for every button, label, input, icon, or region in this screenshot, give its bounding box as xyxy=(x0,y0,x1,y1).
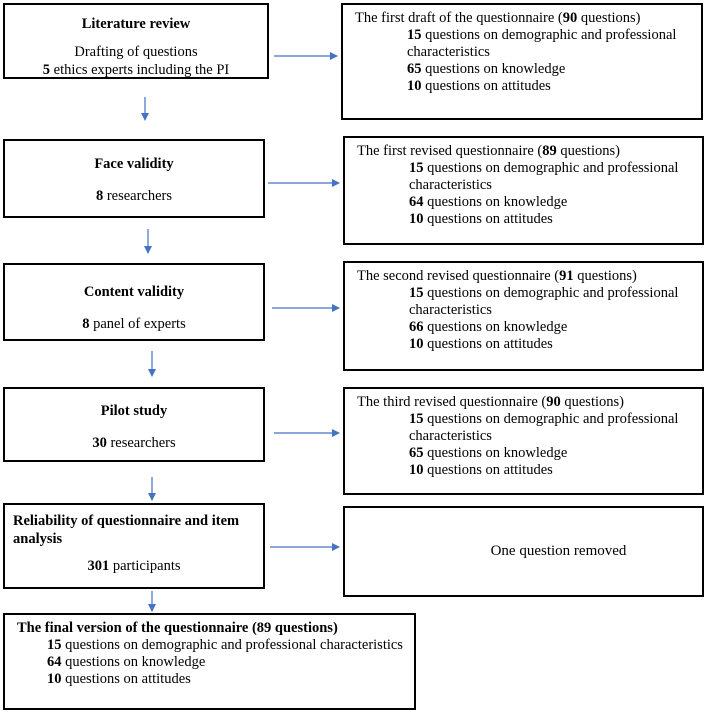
step-title: Reliability of questionnaire and item an… xyxy=(13,513,240,547)
step-line: 5 ethics experts including the PI xyxy=(42,62,230,78)
result-item: 10 questions on attitudes xyxy=(409,336,553,352)
result-heading: The third revised questionnaire (90 ques… xyxy=(357,394,624,410)
result-item: 65 questions on knowledge xyxy=(409,445,568,461)
step-line: 8 panel of experts xyxy=(82,316,186,332)
step-pilot-study: Pilot study 30 researchers xyxy=(3,387,265,462)
step-title: Pilot study xyxy=(100,403,168,419)
final-item: 15 questions on demographic and professi… xyxy=(47,637,403,653)
step-line: 8 researchers xyxy=(95,188,173,204)
step-title: Literature review xyxy=(81,16,191,32)
result-item: 10 questions on attitudes xyxy=(409,462,553,478)
step-title: Content validity xyxy=(83,284,185,300)
step-face-validity: Face validity 8 researchers xyxy=(3,139,265,218)
result-item: 10 questions on attitudes xyxy=(409,211,553,227)
step-reliability: Reliability of questionnaire and item an… xyxy=(3,503,265,589)
final-heading: The final version of the questionnaire (… xyxy=(17,620,338,636)
final-item: 10 questions on attitudes xyxy=(47,671,191,687)
result-heading: The second revised questionnaire (91 que… xyxy=(357,268,637,284)
final-item: 64 questions on knowledge xyxy=(47,654,206,670)
result-item: 66 questions on knowledge xyxy=(409,319,568,335)
result-item: 15 questions on demographic and professi… xyxy=(409,285,679,318)
step-line: 301 participants xyxy=(87,558,181,574)
result-question-removed: One question removed xyxy=(343,506,704,597)
result-item: 15 questions on demographic and professi… xyxy=(409,411,679,444)
result-heading: The first revised questionnaire (89 ques… xyxy=(357,143,620,159)
result-third-revised: The third revised questionnaire (90 ques… xyxy=(343,387,704,495)
result-first-revised: The first revised questionnaire (89 ques… xyxy=(343,136,704,245)
step-title: Face validity xyxy=(94,156,174,172)
result-item: 15 questions on demographic and professi… xyxy=(407,27,677,60)
result-note: One question removed xyxy=(490,543,627,559)
result-first-draft: The first draft of the questionnaire (90… xyxy=(341,3,703,120)
result-item: 15 questions on demographic and professi… xyxy=(409,160,679,193)
final-version: The final version of the questionnaire (… xyxy=(3,613,416,710)
result-item: 10 questions on attitudes xyxy=(407,78,551,94)
step-line: 30 researchers xyxy=(92,435,176,451)
step-line: Drafting of questions xyxy=(74,44,198,60)
result-item: 64 questions on knowledge xyxy=(409,194,568,210)
result-second-revised: The second revised questionnaire (91 que… xyxy=(343,261,704,371)
result-item: 65 questions on knowledge xyxy=(407,61,566,77)
result-heading: The first draft of the questionnaire (90… xyxy=(355,10,641,26)
step-literature-review: Literature review Drafting of questions … xyxy=(3,3,269,79)
step-content-validity: Content validity 8 panel of experts xyxy=(3,263,265,341)
